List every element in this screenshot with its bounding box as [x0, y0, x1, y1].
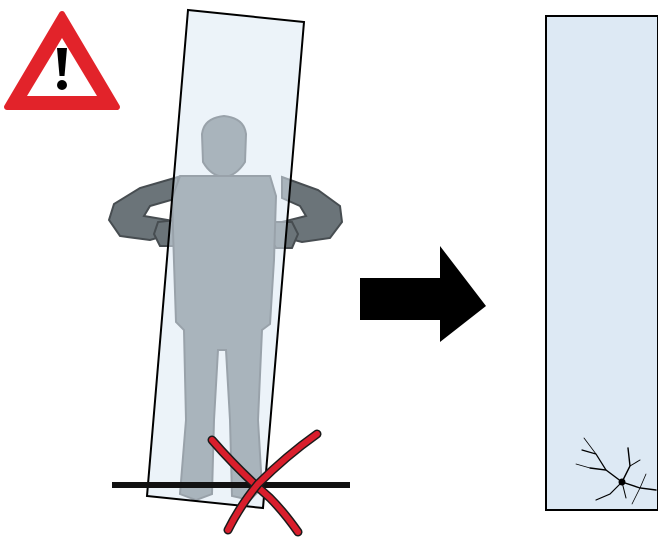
- right-arrow-icon: [360, 246, 486, 342]
- upright-glass-pane: [546, 16, 658, 510]
- tilted-glass-pane: [147, 10, 304, 508]
- warning-triangle-icon: [7, 14, 117, 107]
